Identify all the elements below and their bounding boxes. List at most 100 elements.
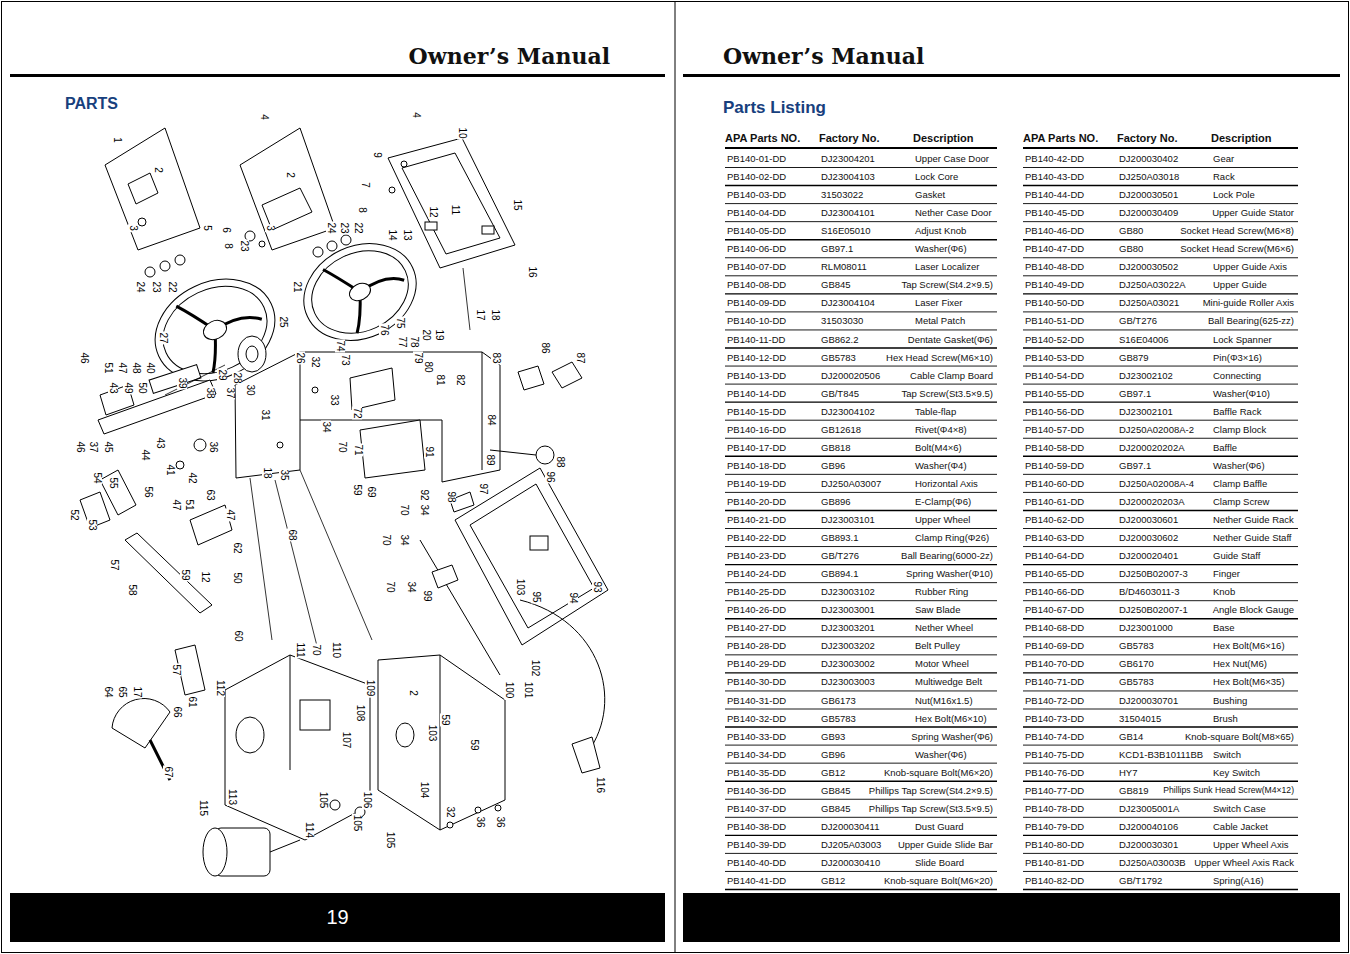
table-rule [1023,329,1298,330]
part-description: Guide Staff [1213,551,1260,561]
part-description: Table-flap [915,407,956,417]
factory-number: DJ250A02008A-2 [1119,425,1194,435]
part-description: Switch [1213,750,1241,760]
section-heading: Parts Listing [723,99,826,116]
factory-number: DJ200030501 [1119,190,1178,200]
part-number: PB140-03-DD [727,190,786,200]
callout-number: 105 [318,791,328,810]
part-number: PB140-38-DD [727,822,786,832]
callout-number: 35 [279,468,289,481]
factory-number: KCD1-B3B10111BB [1119,750,1203,760]
callout-number: 83 [491,351,501,364]
callout-number: 34 [406,580,416,593]
table-rule [725,347,997,348]
callout-number: 69 [366,485,376,498]
part-number: PB140-31-DD [727,696,786,706]
factory-number: GB6173 [821,696,856,706]
table-rule [1023,745,1298,746]
part-number: PB140-24-DD [727,569,786,579]
part-description: Baffle Rack [1213,407,1261,417]
part-number: PB140-32-DD [727,714,786,724]
part-number: PB140-12-DD [727,353,786,363]
part-description: Multiwedge Belt [915,677,982,687]
part-number: PB140-68-DD [1025,623,1084,633]
factory-number: GB5783 [1119,677,1154,687]
factory-number: GB845 [821,804,851,814]
callout-number: 112 [215,679,225,697]
table-rule [1023,275,1298,276]
table-rule [1023,582,1298,583]
callout-number: 72 [352,406,362,419]
factory-number: DJ200030402 [1119,154,1178,164]
part-description: Clamp Ring(Φ26) [915,533,989,543]
callout-number: 71 [353,443,363,456]
table-rule [725,672,997,673]
part-number: PB140-16-DD [727,425,786,435]
callout-number: 37 [225,386,235,399]
table-rule [725,528,997,529]
part-number: PB140-59-DD [1025,461,1084,471]
callout-number: 23 [151,280,161,293]
part-number: PB140-57-DD [1025,425,1084,435]
part-description: Gasket [915,190,945,200]
part-description: Knob [1213,587,1235,597]
callout-number: 53 [87,518,97,531]
part-number: PB140-42-DD [1025,154,1084,164]
factory-number: GB12 [821,768,845,778]
callout-number: 80 [423,360,433,373]
part-number: PB140-78-DD [1025,804,1084,814]
part-number: PB140-72-DD [1025,696,1084,706]
part-description: Base [1213,623,1235,633]
factory-number: DJ200030301 [1119,840,1178,850]
factory-number: DJ23003201 [821,623,875,633]
part-number: PB140-07-DD [727,262,786,272]
callout-number: 46 [79,351,89,364]
part-description: Adjust Knob [915,226,966,236]
table-rule [1023,456,1298,457]
part-number: PB140-51-DD [1025,316,1084,326]
table-rule [1023,221,1298,222]
part-description: Rack [1213,172,1235,182]
table-rule [725,726,997,727]
table-rule [1023,889,1298,890]
table-rule [1023,564,1298,565]
table-rule [1023,528,1298,529]
callout-number: 13 [402,228,412,241]
part-description: Belt Pulley [915,641,960,651]
table-header: Factory No. [819,133,880,144]
part-description: Nether Wheel [915,623,973,633]
part-number: PB140-28-DD [727,641,786,651]
callout-number: 36 [495,815,505,828]
callout-number: 9 [372,151,382,159]
callout-number: 10 [457,126,467,139]
callout-number: 40 [145,361,155,374]
factory-number: DJ200030602 [1119,533,1178,543]
part-number: PB140-53-DD [1025,353,1084,363]
part-number: PB140-14-DD [727,389,786,399]
part-description: Upper Guide Slide Bar [898,840,993,850]
factory-number: GB5783 [1119,641,1154,651]
table-rule [725,781,997,782]
callout-number: 34 [419,503,429,516]
part-number: PB140-74-DD [1025,732,1084,742]
table-rule [1023,726,1298,727]
callout-number: 39 [177,376,187,389]
callout-number: 66 [172,705,182,718]
factory-number: DJ200020401 [1119,551,1178,561]
callout-number: 70 [385,580,395,593]
callout-number: 59 [352,483,362,496]
table-rule [1023,438,1298,439]
part-description: Baffle [1213,443,1237,453]
factory-number: S16E04006 [1119,335,1169,345]
callout-number: 81 [435,373,445,386]
callout-number: 20 [421,328,431,341]
part-description: E-Clamp(Φ6) [915,497,971,507]
table-rule [725,510,997,511]
factory-number: DJ250A03003B [1119,858,1186,868]
part-description: Connecting [1213,371,1261,381]
callout-number: 3 [265,224,275,232]
part-number: PB140-17-DD [727,443,786,453]
part-number: PB140-08-DD [727,280,786,290]
part-number: PB140-71-DD [1025,677,1084,687]
part-description: Phillips Tap Screw(St3.5×9.5) [869,804,993,814]
